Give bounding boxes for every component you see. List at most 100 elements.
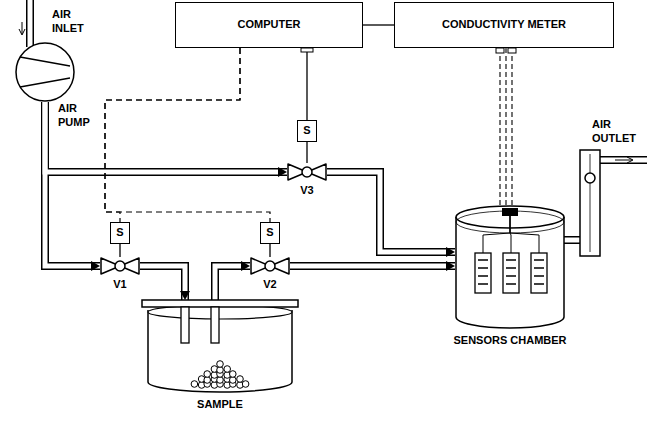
part-label: V2: [263, 278, 276, 292]
stroke: [534, 275, 544, 277]
sensor-card: [531, 253, 547, 293]
stroke: [506, 259, 516, 261]
jar-tube: [211, 307, 219, 343]
stroke: [478, 259, 488, 261]
stroke: [483, 216, 510, 253]
pipe-bore: [290, 264, 455, 269]
part-label: AIR PUMP: [58, 102, 98, 130]
air-pipe: [215, 266, 250, 300]
signal-wire: [270, 244, 271, 257]
flowmeter: [580, 150, 600, 256]
stroke: [478, 283, 488, 285]
signal-wire: [363, 25, 394, 26]
part-label: V3: [300, 184, 313, 198]
pipe-wall: [215, 266, 250, 300]
meter-terminals: [496, 48, 516, 53]
solenoid-letter: S: [266, 226, 273, 240]
pebble: [230, 371, 237, 378]
inlet-label: AIR INLET: [52, 8, 92, 36]
stroke: [119, 244, 120, 257]
stroke: [148, 310, 292, 392]
stroke: [16, 43, 74, 101]
jar-lid: [142, 300, 298, 307]
meter-box: CONDUCTIVITY METER: [394, 2, 614, 48]
stroke: [534, 267, 544, 269]
signal-wire: [307, 48, 308, 120]
stroke: [269, 244, 270, 257]
jar-outline: [140, 300, 300, 395]
signal-wire: [307, 142, 308, 163]
stroke: [20, 57, 70, 87]
stroke: [511, 48, 512, 205]
arrow-heads: [91, 167, 455, 300]
stroke: [505, 48, 506, 205]
valve-outline: [250, 257, 290, 275]
sample-jar: SAMPLE: [140, 300, 300, 395]
stroke: [534, 259, 544, 261]
pipe-wall: [140, 266, 185, 300]
stroke: [306, 142, 307, 163]
jar-tube: [181, 307, 189, 343]
chamber-outline: [455, 205, 565, 330]
outlet-pipe: [563, 157, 647, 240]
valve-outline: [287, 163, 327, 181]
part-label: SAMPLE: [197, 398, 243, 412]
arrow-head: [278, 167, 287, 177]
stroke: [506, 267, 516, 269]
sensor-card: [503, 253, 519, 293]
stroke: [510, 216, 539, 253]
stroke: [478, 267, 488, 269]
stroke: [115, 261, 125, 271]
air-pipe: [140, 266, 185, 300]
stroke: [506, 275, 516, 277]
stroke: [478, 275, 488, 277]
control-wire: [105, 48, 240, 222]
control-wire: [105, 48, 270, 222]
sensor-card: [475, 253, 491, 293]
sensor-cable: [500, 48, 512, 205]
arrow-head: [180, 291, 190, 300]
valve-symbol: V1: [100, 257, 140, 275]
valve-outline: [100, 257, 140, 275]
inlet-pipe: [19, 0, 30, 48]
solenoid-box: S: [260, 222, 280, 244]
pebble: [217, 361, 224, 368]
part-label: V1: [113, 278, 126, 292]
pump-outline: [15, 42, 75, 102]
pebble: [237, 376, 244, 383]
signal-wire: [120, 244, 121, 257]
sensors-chamber: SENSORS CHAMBER: [455, 205, 565, 330]
stroke: [456, 217, 564, 328]
arrow-head: [91, 261, 100, 271]
part-label: SENSORS CHAMBER: [453, 334, 566, 348]
solenoid-letter: S: [303, 124, 310, 138]
stroke: [265, 261, 275, 271]
pipe-bore: [327, 172, 455, 252]
arrow-head: [241, 261, 250, 271]
stroke: [534, 283, 544, 285]
stroke: [288, 164, 326, 180]
box-title: CONDUCTIVITY METER: [442, 18, 566, 32]
solenoid-box: S: [110, 222, 130, 244]
valve-symbol: V2: [250, 257, 290, 275]
stroke: [105, 48, 240, 222]
pipe-bore: [215, 266, 250, 300]
pebble: [204, 371, 211, 378]
pebble: [242, 381, 249, 388]
pebble: [191, 381, 198, 388]
pipe-wall: [290, 262, 455, 270]
pipe-wall: [327, 172, 455, 252]
stroke: [506, 283, 516, 285]
stroke: [101, 258, 139, 274]
stroke: [105, 48, 270, 222]
stroke: [306, 48, 307, 120]
computer-plug: [301, 48, 313, 52]
pipe-wall: [45, 102, 287, 172]
air-pipe: [327, 172, 455, 252]
pipe-inner: [45, 102, 455, 300]
box-title: COMPUTER: [238, 18, 301, 32]
stroke: [251, 258, 289, 274]
air-pipe: [290, 266, 455, 267]
air-pipe: [45, 102, 287, 172]
outlet-label: AIR OUTLET: [592, 118, 644, 146]
